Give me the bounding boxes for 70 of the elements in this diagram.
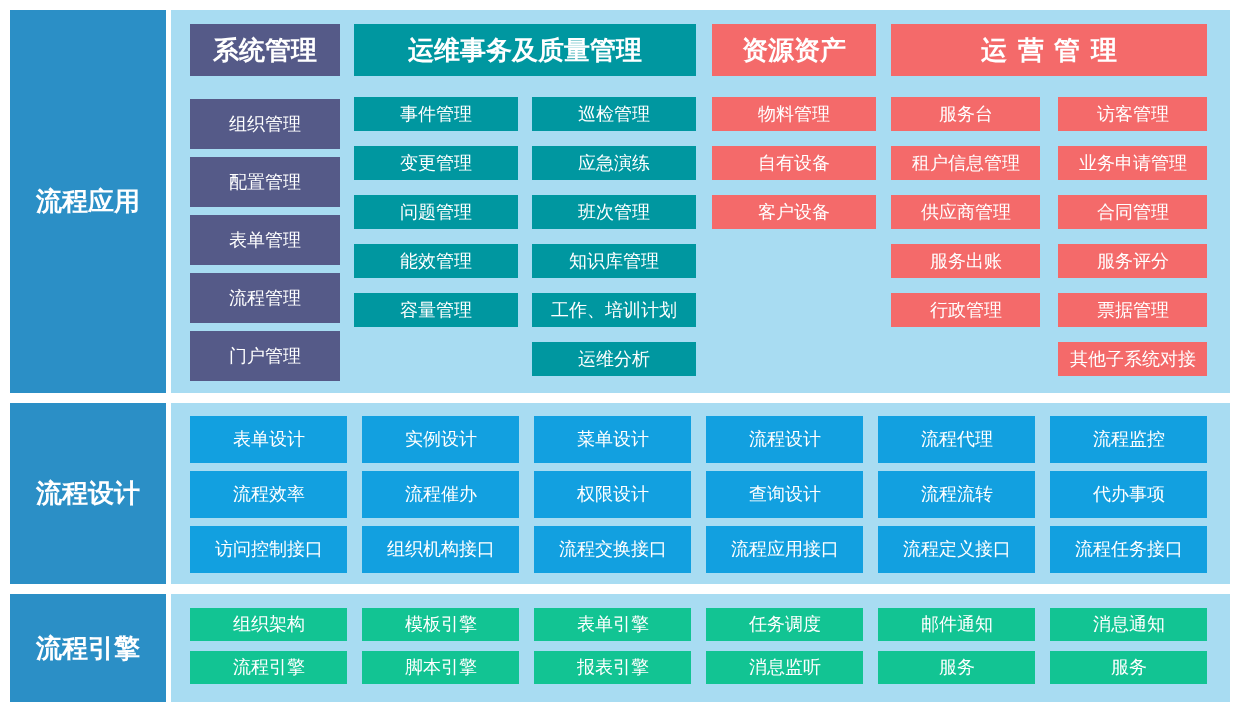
module-box: 租户信息管理 — [891, 146, 1040, 180]
module-box: 问题管理 — [354, 195, 518, 229]
module-box: 其他子系统对接 — [1058, 342, 1207, 376]
module-box: 票据管理 — [1058, 293, 1207, 327]
module-box: 流程交换接口 — [534, 526, 691, 573]
module-box: 查询设计 — [706, 471, 863, 518]
module-box: 表单引擎 — [534, 608, 691, 641]
module-box: 服务 — [878, 651, 1035, 684]
module-box: 业务申请管理 — [1058, 146, 1207, 180]
module-box: 任务调度 — [706, 608, 863, 641]
module-box: 客户设备 — [712, 195, 876, 229]
module-box: 能效管理 — [354, 244, 518, 278]
module-box: 流程效率 — [190, 471, 347, 518]
module-box: 班次管理 — [532, 195, 696, 229]
layer-panel — [171, 10, 1230, 393]
layer-panel — [171, 594, 1230, 702]
module-box: 组织机构接口 — [362, 526, 519, 573]
module-box: 流程管理 — [190, 273, 340, 323]
module-box: 容量管理 — [354, 293, 518, 327]
module-box: 运维分析 — [532, 342, 696, 376]
module-box: 流程监控 — [1050, 416, 1207, 463]
module-box: 合同管理 — [1058, 195, 1207, 229]
layer-label: 流程应用 — [10, 10, 166, 393]
module-box: 流程流转 — [878, 471, 1035, 518]
module-box: 权限设计 — [534, 471, 691, 518]
layer-label: 流程设计 — [10, 403, 166, 584]
module-box: 流程催办 — [362, 471, 519, 518]
module-box: 消息通知 — [1050, 608, 1207, 641]
module-box: 脚本引擎 — [362, 651, 519, 684]
module-box: 巡检管理 — [532, 97, 696, 131]
module-box: 工作、培训计划 — [532, 293, 696, 327]
module-box: 服务台 — [891, 97, 1040, 131]
module-box: 访客管理 — [1058, 97, 1207, 131]
module-box: 流程代理 — [878, 416, 1035, 463]
category-header: 运维事务及质量管理 — [354, 24, 696, 76]
module-box: 门户管理 — [190, 331, 340, 381]
module-box: 实例设计 — [362, 416, 519, 463]
module-box: 服务 — [1050, 651, 1207, 684]
category-header: 资源资产 — [712, 24, 876, 76]
module-box: 流程设计 — [706, 416, 863, 463]
category-header: 运营管理 — [891, 24, 1207, 76]
module-box: 消息监听 — [706, 651, 863, 684]
module-box: 行政管理 — [891, 293, 1040, 327]
module-box: 菜单设计 — [534, 416, 691, 463]
module-box: 访问控制接口 — [190, 526, 347, 573]
layer-label: 流程引擎 — [10, 594, 166, 702]
module-box: 物料管理 — [712, 97, 876, 131]
module-box: 自有设备 — [712, 146, 876, 180]
category-header: 系统管理 — [190, 24, 340, 76]
module-box: 组织架构 — [190, 608, 347, 641]
module-box: 流程任务接口 — [1050, 526, 1207, 573]
module-box: 应急演练 — [532, 146, 696, 180]
module-box: 报表引擎 — [534, 651, 691, 684]
module-box: 供应商管理 — [891, 195, 1040, 229]
module-box: 流程应用接口 — [706, 526, 863, 573]
module-box: 表单管理 — [190, 215, 340, 265]
module-box: 表单设计 — [190, 416, 347, 463]
module-box: 知识库管理 — [532, 244, 696, 278]
layer-panel — [171, 403, 1230, 584]
module-box: 服务出账 — [891, 244, 1040, 278]
module-box: 模板引擎 — [362, 608, 519, 641]
module-box: 流程定义接口 — [878, 526, 1035, 573]
module-box: 变更管理 — [354, 146, 518, 180]
module-box: 配置管理 — [190, 157, 340, 207]
module-box: 邮件通知 — [878, 608, 1035, 641]
module-box: 代办事项 — [1050, 471, 1207, 518]
module-box: 事件管理 — [354, 97, 518, 131]
module-box: 组织管理 — [190, 99, 340, 149]
module-box: 流程引擎 — [190, 651, 347, 684]
module-box: 服务评分 — [1058, 244, 1207, 278]
